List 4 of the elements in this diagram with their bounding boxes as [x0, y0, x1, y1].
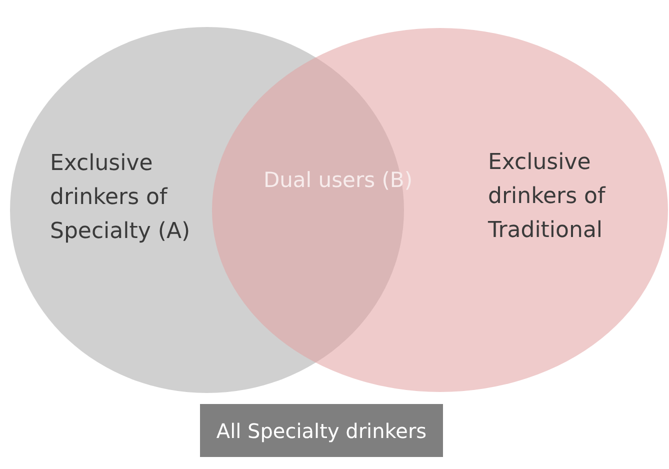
circle-label: Exclusive drinkers of Traditional [488, 149, 607, 245]
circle-label: Exclusive drinkers of Specialty (A) [50, 150, 192, 246]
category-bar [200, 404, 443, 457]
bar-label: All Specialty drinkers [216, 418, 427, 442]
